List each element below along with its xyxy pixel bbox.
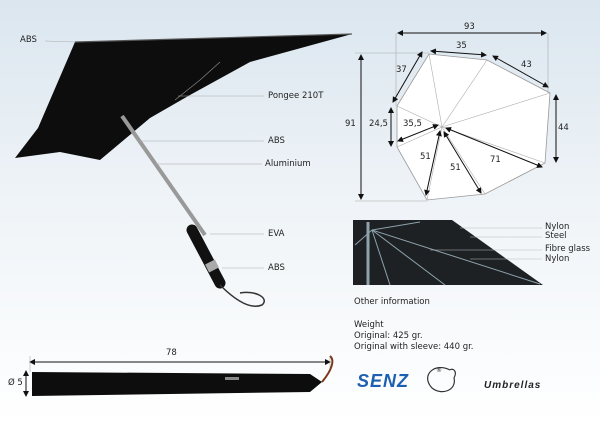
- closed-length: 78: [166, 348, 177, 358]
- frame-label-4: Nylon: [545, 254, 570, 264]
- frame-label-1: Nylon: [545, 222, 570, 232]
- dim-width: 93: [464, 22, 475, 32]
- label-handle-end: ABS: [268, 263, 285, 273]
- dim-upper-right: 43: [521, 60, 532, 70]
- brand-name: SENZ: [357, 371, 410, 391]
- weight-with-sleeve: Original with sleeve: 440 gr.: [354, 342, 474, 352]
- frame-label-2: Steel: [545, 231, 567, 241]
- dim-rib-b: 51: [450, 163, 461, 173]
- frame-label-3: Fibre glass: [545, 244, 591, 254]
- dim-rib-a: 51: [420, 152, 431, 162]
- dim-right-edge: 44: [558, 123, 569, 133]
- dim-short-rib: 35,5: [403, 119, 422, 129]
- frame-detail-photo: [353, 220, 543, 286]
- dim-top-edge: 35: [456, 41, 467, 51]
- label-handle: EVA: [268, 229, 285, 239]
- label-tip: ABS: [20, 35, 37, 45]
- dim-long-rib: 71: [490, 155, 501, 165]
- other-info-heading: Other information: [354, 297, 430, 307]
- brand-suffix: Umbrellas: [484, 380, 542, 391]
- weight-original: Original: 425 gr.: [354, 331, 423, 341]
- dim-upper-left: 37: [396, 65, 407, 75]
- weight-label: Weight: [354, 320, 384, 330]
- top-view-diagram: [355, 30, 559, 202]
- brand-registered: ®: [436, 367, 442, 374]
- dim-height: 91: [345, 119, 356, 129]
- label-runner: ABS: [268, 136, 285, 146]
- closed-umbrella-illustration: [23, 355, 456, 397]
- senz-logo-icon: [427, 367, 456, 393]
- closed-diameter: Ø 5: [8, 378, 23, 388]
- label-canopy: Pongee 210T: [268, 91, 324, 101]
- open-umbrella-illustration: [15, 33, 353, 307]
- label-shaft: Aluminium: [265, 159, 311, 169]
- dim-left-edge: 24,5: [369, 119, 388, 129]
